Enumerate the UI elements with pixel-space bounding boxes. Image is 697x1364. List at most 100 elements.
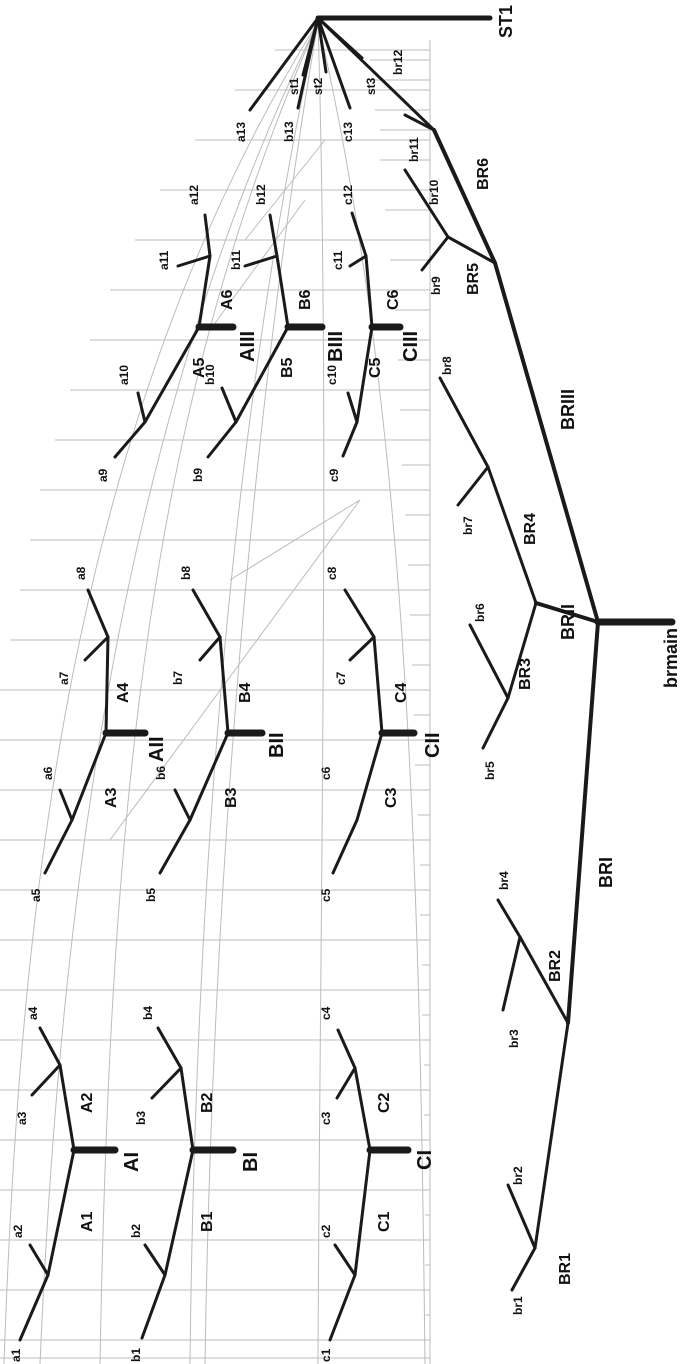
label-br2: br2	[511, 1166, 525, 1185]
label-BR2: BR2	[547, 950, 564, 982]
edge-c1	[328, 1273, 357, 1342]
br-branch	[403, 113, 676, 1292]
label-c5: c5	[319, 888, 333, 902]
label-B5: B5	[279, 357, 296, 378]
edge-a10	[136, 391, 147, 424]
edge-br4	[496, 898, 522, 939]
edge-B3	[188, 731, 230, 822]
edge-br7	[456, 465, 490, 507]
label-st3: st3	[364, 77, 378, 95]
edge-B1	[163, 1148, 195, 1277]
label-c7: c7	[334, 671, 348, 685]
edge-a1	[18, 1273, 50, 1342]
label-b2: b2	[129, 1224, 143, 1238]
label-st2: st2	[311, 77, 325, 95]
edge-C6	[364, 254, 374, 329]
label-A6: A6	[219, 289, 236, 310]
edge-B2	[179, 1066, 195, 1152]
label-c1: c1	[319, 1348, 333, 1362]
edge-b7	[198, 635, 222, 662]
edge-BR3	[506, 601, 538, 700]
edge-c7	[348, 635, 376, 662]
label-br6: br6	[473, 603, 487, 622]
label-BR5: BR5	[465, 263, 482, 295]
edge-a2	[28, 1243, 50, 1277]
edge-a4	[38, 1026, 62, 1067]
label-c6: c6	[319, 766, 333, 780]
label-BRIII: BRIII	[558, 389, 578, 430]
label-c12: c12	[341, 185, 355, 205]
edge-st1	[301, 16, 320, 77]
edge-c11	[348, 254, 368, 268]
edge-A3	[70, 731, 108, 822]
edge-BR6	[432, 128, 497, 265]
label-BII: BII	[266, 732, 288, 758]
edge-st2	[316, 16, 328, 74]
edge-br2	[506, 1183, 537, 1250]
edge-br1	[510, 1246, 537, 1292]
label-C3: C3	[383, 787, 400, 808]
edge-A2	[58, 1063, 76, 1152]
label-C1: C1	[376, 1211, 393, 1232]
label-br11: br11	[407, 137, 421, 162]
edge-a7	[83, 635, 110, 662]
edge-C5	[355, 325, 374, 424]
edge-b9	[206, 420, 238, 459]
label-brmain: brmain	[661, 628, 681, 688]
label-br12: br12	[391, 49, 405, 75]
label-A2: A2	[79, 1092, 96, 1113]
label-A3: A3	[103, 787, 120, 808]
label-b9: b9	[191, 468, 205, 482]
label-b13: b13	[282, 121, 296, 142]
label-b5: b5	[144, 888, 158, 902]
edge-BRI	[566, 620, 600, 1025]
top-stem	[248, 15, 493, 132]
edge-a12	[203, 213, 212, 258]
edge-br9	[420, 235, 450, 272]
label-a10: a10	[117, 365, 131, 385]
label-a1: a1	[9, 1348, 23, 1362]
label-b6: b6	[154, 766, 168, 780]
label-st1: st1	[287, 77, 301, 95]
edge-a5	[43, 818, 74, 875]
edge-BRII	[534, 601, 600, 624]
edge-b10	[220, 386, 238, 424]
edge-c5	[331, 818, 359, 875]
label-b8: b8	[179, 566, 193, 580]
label-B3: B3	[223, 787, 240, 808]
label-br9: br9	[429, 276, 443, 295]
edge-BR5	[446, 235, 497, 265]
label-AII: AII	[146, 736, 168, 762]
label-BR3: BR3	[517, 658, 534, 690]
edge-br3	[501, 935, 522, 1012]
label-BR6: BR6	[475, 158, 492, 190]
edge-C3	[355, 731, 384, 822]
edge-C2	[353, 1066, 372, 1152]
edge-c12	[350, 211, 368, 258]
label-c4: c4	[319, 1006, 333, 1020]
edge-br5	[481, 696, 510, 750]
edge-b12	[268, 213, 279, 258]
label-b1: b1	[129, 1348, 143, 1362]
label-ST1: ST1	[496, 5, 516, 38]
edge-B5	[234, 325, 290, 424]
label-C5: C5	[367, 357, 384, 378]
label-BRII: BRII	[558, 604, 578, 640]
labels: a1 a2 a3 a4 a5 a6 a7 a8 a9 a10 a11 a12 a…	[9, 5, 681, 1362]
edge-br12	[316, 16, 436, 132]
label-B6: B6	[297, 289, 314, 310]
label-a2: a2	[11, 1224, 25, 1238]
edge-c4	[336, 1028, 357, 1070]
label-BR1: BR1	[557, 1253, 574, 1285]
label-a11: a11	[157, 250, 171, 270]
edge-br10	[403, 168, 450, 239]
label-BIII: BIII	[325, 331, 347, 362]
label-c13: c13	[341, 122, 355, 142]
edge-C4	[372, 635, 384, 735]
edge-B6	[275, 254, 290, 329]
label-c2: c2	[319, 1224, 333, 1238]
edge-a8	[86, 588, 110, 639]
label-c10: c10	[325, 365, 339, 385]
label-a3: a3	[15, 1111, 29, 1125]
